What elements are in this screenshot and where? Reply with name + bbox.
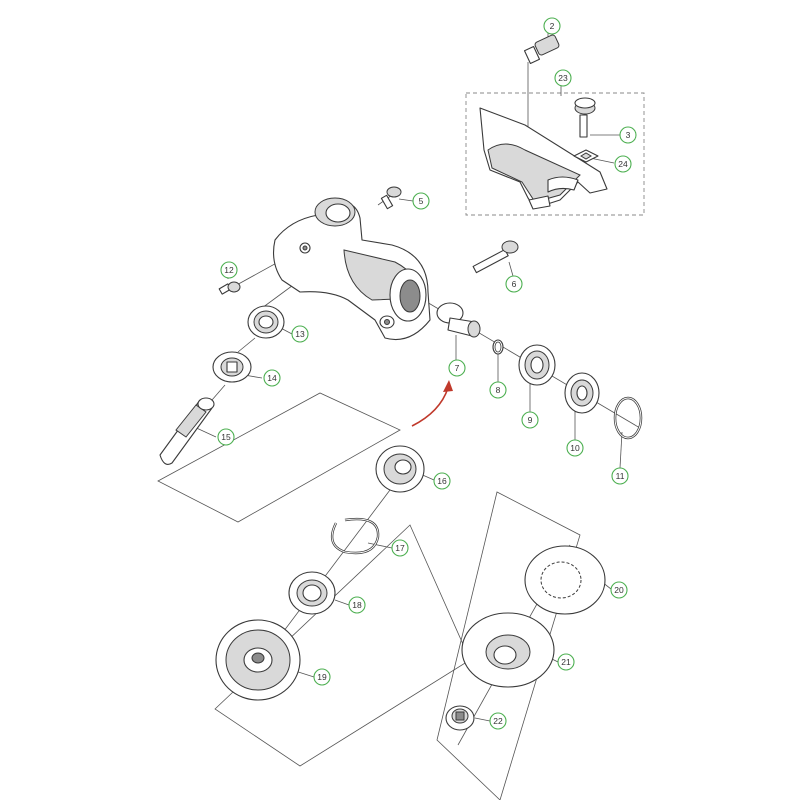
svg-text:23: 23 — [558, 73, 568, 83]
callout-9: 9 — [521, 411, 539, 429]
part-10-bearing — [564, 372, 600, 414]
part-3-screw — [574, 97, 596, 138]
part-18-seal — [288, 571, 336, 615]
svg-text:20: 20 — [614, 585, 624, 595]
callout-19: 19 — [313, 668, 331, 686]
callout-16: 16 — [433, 472, 451, 490]
part-13-bearing — [247, 305, 285, 339]
svg-text:12: 12 — [224, 265, 234, 275]
svg-text:3: 3 — [626, 130, 631, 140]
callout-22: 22 — [489, 712, 507, 730]
svg-text:10: 10 — [570, 443, 580, 453]
callout-8: 8 — [489, 381, 507, 399]
callout-14: 14 — [263, 369, 281, 387]
callout-24: 24 — [614, 155, 632, 173]
gear-housing — [273, 197, 431, 341]
svg-text:11: 11 — [616, 471, 625, 481]
part-24-washer — [573, 149, 599, 163]
callout-2: 2 — [543, 17, 561, 35]
callout-18: 18 — [348, 596, 366, 614]
part-22-nut — [445, 705, 475, 731]
svg-text:8: 8 — [496, 385, 501, 395]
part-11-circlip — [613, 396, 643, 440]
svg-text:16: 16 — [437, 476, 447, 486]
svg-text:9: 9 — [528, 415, 533, 425]
callout-12: 12 — [220, 261, 238, 279]
part-14-collar — [212, 351, 252, 383]
part-12-screw — [218, 281, 241, 295]
assembly-direction-arrow — [411, 387, 449, 427]
part-5-screw — [380, 186, 402, 210]
part-17-circlip — [330, 517, 380, 555]
svg-text:13: 13 — [295, 329, 305, 339]
callout-11: 11 — [611, 467, 629, 485]
part-8-circlip — [492, 339, 504, 355]
svg-text:6: 6 — [512, 279, 517, 289]
part-9-bearing — [518, 344, 556, 386]
part-2-bolt — [523, 34, 560, 65]
blade-holder-group-frame — [436, 491, 581, 800]
part-19-gear — [215, 619, 301, 701]
callout-5: 5 — [412, 192, 430, 210]
callout-20: 20 — [610, 581, 628, 599]
part-20-toothed-washer — [524, 545, 606, 615]
callout-23: 23 — [554, 69, 572, 87]
svg-text:15: 15 — [221, 432, 231, 442]
callout-21: 21 — [557, 653, 575, 671]
part-21-blade-holder — [461, 612, 555, 688]
svg-text:22: 22 — [493, 716, 503, 726]
svg-text:14: 14 — [267, 373, 277, 383]
part-16-bearing — [375, 445, 425, 493]
callout-7: 7 — [448, 359, 466, 377]
svg-text:17: 17 — [395, 543, 405, 553]
svg-text:7: 7 — [455, 363, 460, 373]
svg-text:24: 24 — [618, 159, 628, 169]
part-23-guard — [479, 107, 608, 210]
svg-text:5: 5 — [419, 196, 424, 206]
callout-17: 17 — [391, 539, 409, 557]
part-7-bushing — [436, 302, 481, 338]
callout-6: 6 — [505, 275, 523, 293]
pinion-group-frame — [157, 392, 401, 523]
svg-text:19: 19 — [317, 672, 327, 682]
guard-detail-box — [465, 92, 645, 216]
callout-3: 3 — [619, 126, 637, 144]
callout-10: 10 — [566, 439, 584, 457]
part-15-shaft — [159, 397, 215, 465]
callout-15: 15 — [217, 428, 235, 446]
arrow-head — [443, 380, 453, 392]
svg-text:18: 18 — [352, 600, 362, 610]
part-6-bolt — [472, 240, 519, 274]
callout-13: 13 — [291, 325, 309, 343]
svg-text:21: 21 — [561, 657, 571, 667]
svg-text:2: 2 — [550, 21, 555, 31]
